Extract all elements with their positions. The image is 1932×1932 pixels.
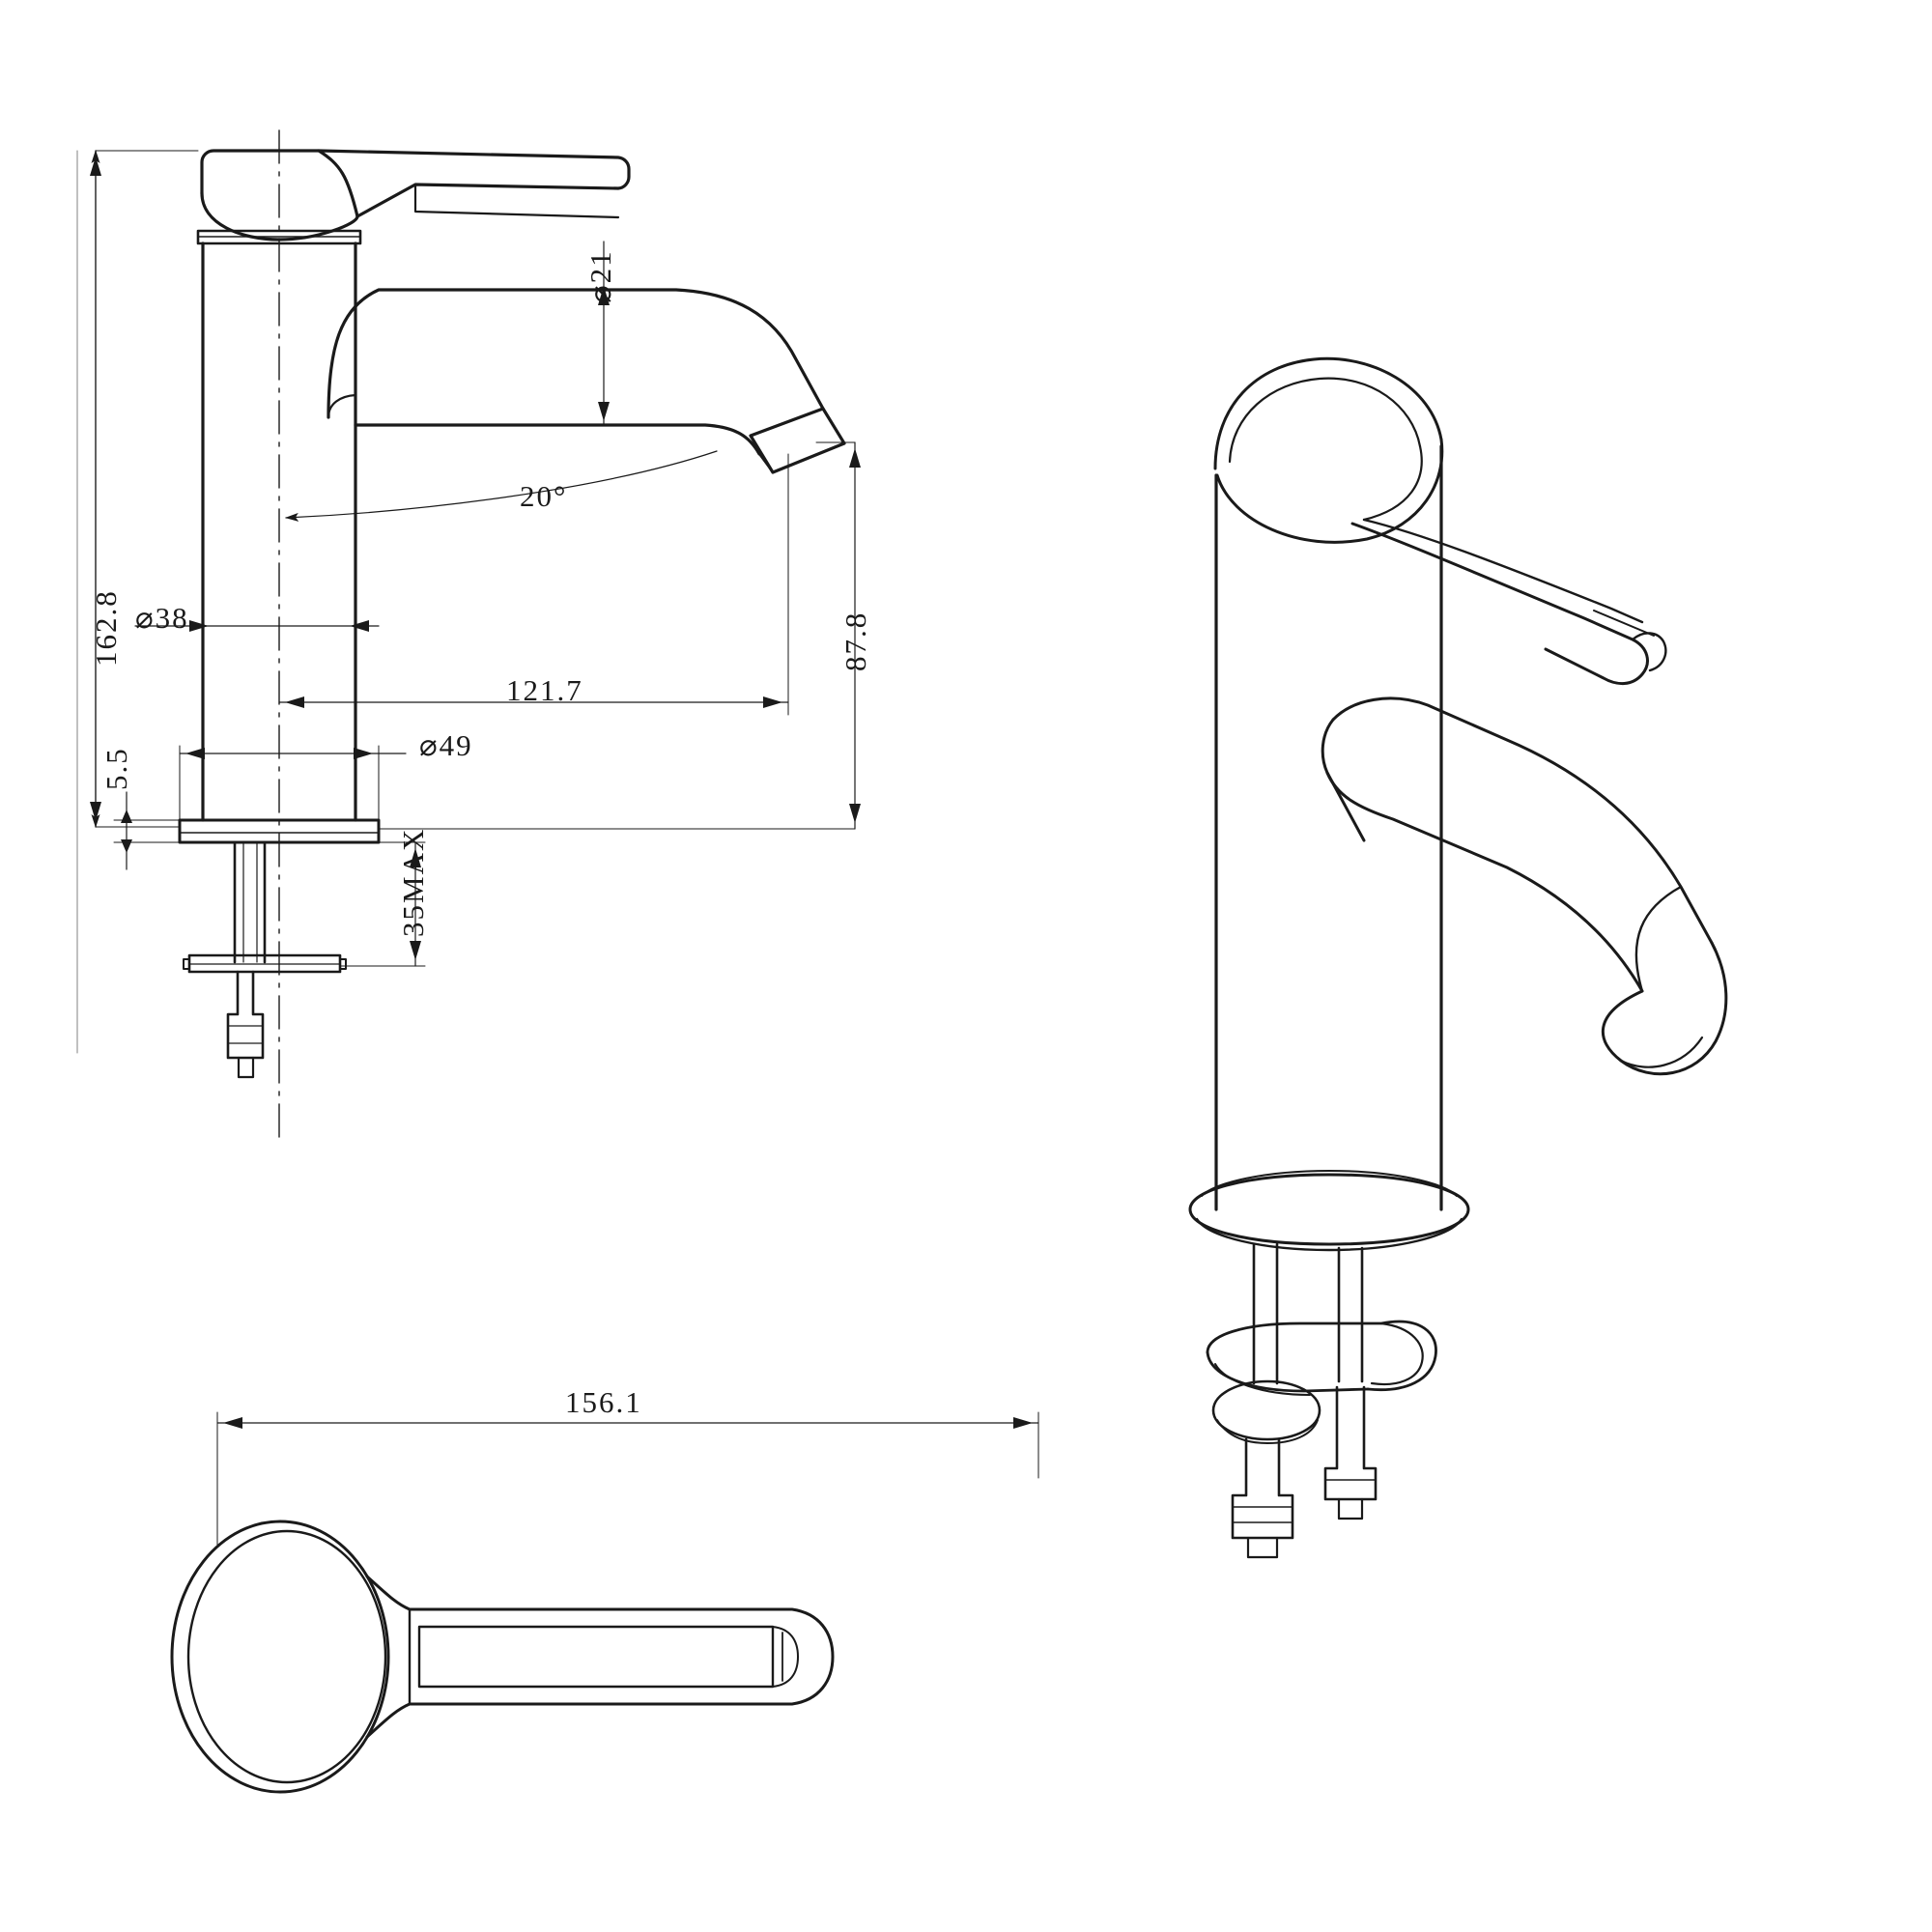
dim-body-diameter-label: ⌀38 [135,601,189,635]
dim-base-plate-thickness-label: 5.5 [99,747,133,790]
dim-spout-height-label: 87.8 [838,611,872,671]
dim-max-deck-thickness-label: 35MAX [396,827,430,937]
dim-spout-outlet-diameter-label: ⌀21 [583,249,617,303]
dim-spout-angle-label: 20° [520,479,568,513]
dim-spout-reach-label: 121.7 [506,673,583,707]
view-isometric-3d [1188,356,1728,1559]
dim-base-plate-diameter-label: ⌀49 [419,728,473,762]
view-top-plan [170,1411,1039,1794]
dim-overall-height-label: 162.8 [89,589,123,667]
view-front-elevation [76,129,861,1141]
dim-overall-length-top-label: 156.1 [565,1385,642,1419]
